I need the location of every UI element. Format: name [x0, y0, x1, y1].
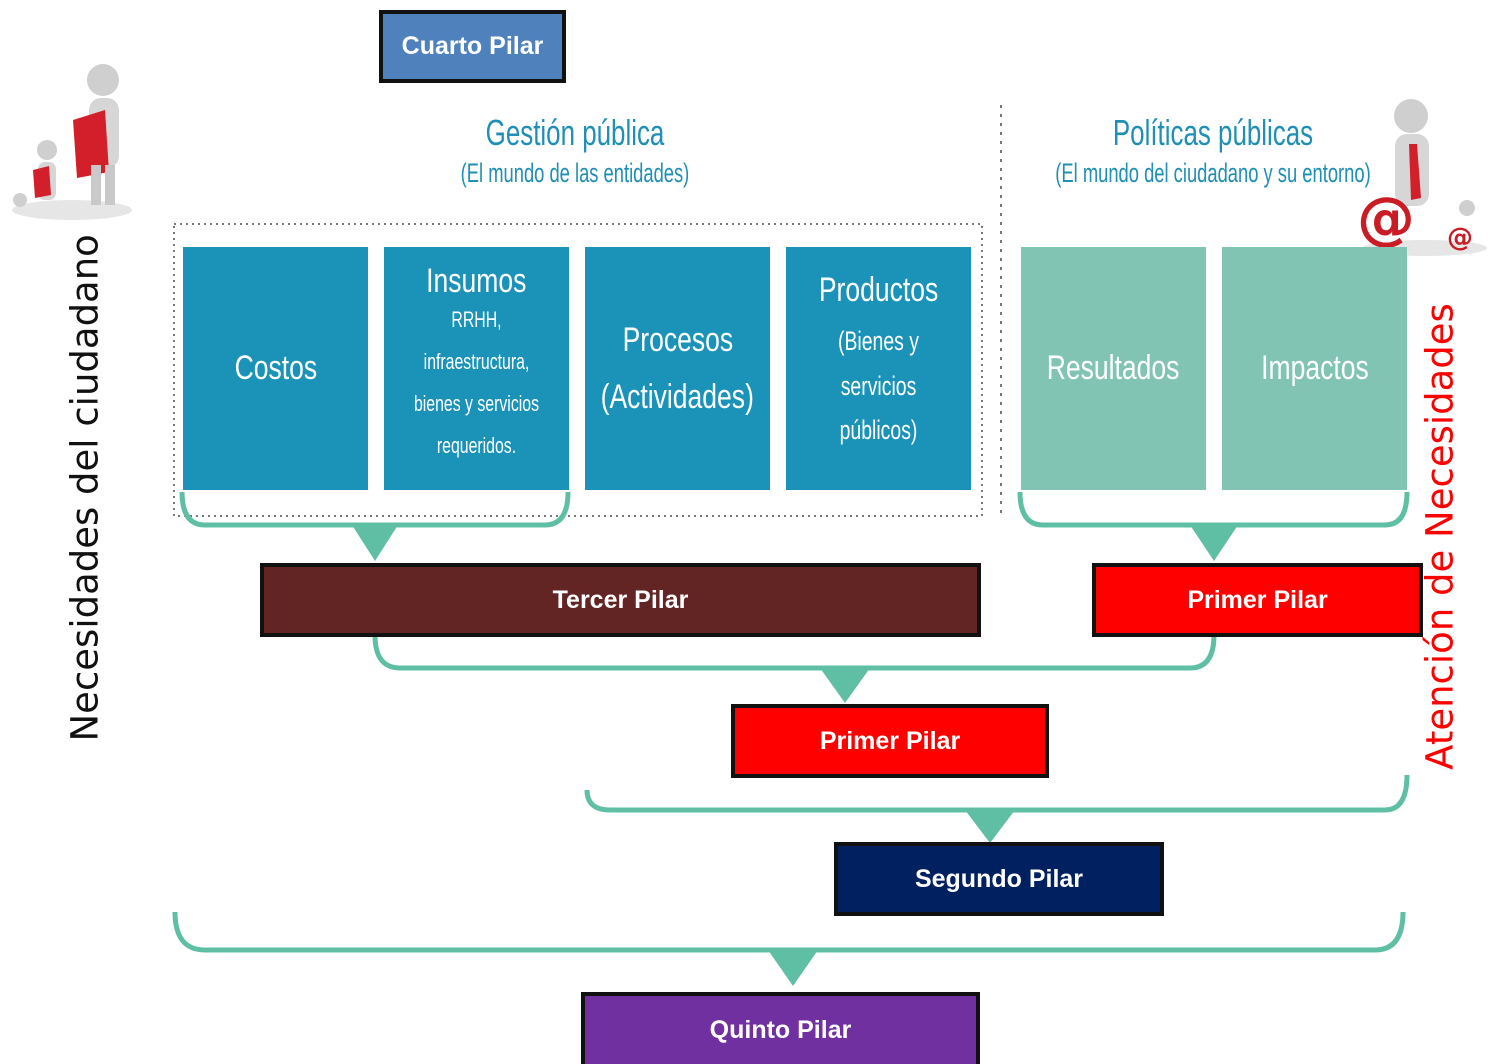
pillar-tercer: Tercer Pilar	[260, 563, 981, 637]
pillar-primer-right: Primer Pilar	[1092, 563, 1423, 637]
box-resultados: Resultados	[1021, 247, 1206, 490]
svg-text:@: @	[1447, 223, 1473, 253]
box-costos-title: Costos	[234, 349, 317, 388]
box-impactos: Impactos	[1222, 247, 1407, 490]
arrow-tercer	[352, 525, 398, 561]
productos-line-1: (Bienes y servicios	[837, 326, 920, 401]
bracket-politicas	[1017, 491, 1410, 528]
box-insumos-subtitle: RRHH, infraestructura, bienes y servicio…	[410, 299, 543, 466]
gestion-title: Gestión pública	[485, 112, 665, 153]
arrow-quinto	[768, 950, 818, 986]
arrow-primer-center	[820, 668, 870, 703]
box-procesos: Procesos (Actividades)	[585, 247, 770, 490]
box-productos-subtitle: (Bienes y servicios públicos)	[812, 319, 945, 453]
insumos-line-2: bienes y servicios	[413, 390, 540, 416]
gestion-header: Gestión pública (El mundo de las entidad…	[325, 112, 825, 189]
person-illustration-left	[12, 64, 132, 220]
bracket-costos-insumos	[179, 491, 571, 528]
box-impactos-title: Impactos	[1260, 349, 1369, 388]
box-resultados-title: Resultados	[1047, 349, 1180, 388]
box-procesos-subtitle: (Actividades)	[600, 377, 755, 416]
box-costos: Costos	[183, 247, 368, 490]
right-side-label: Atención de Necesidades	[1418, 303, 1462, 770]
left-side-label: Necesidades del ciudadano	[63, 234, 107, 742]
pillar-segundo: Segundo Pilar	[834, 842, 1164, 916]
politicas-title: Políticas públicas	[1112, 112, 1314, 153]
pillar-primer-center: Primer Pilar	[731, 704, 1049, 778]
box-procesos-title: Procesos	[622, 320, 733, 359]
box-productos: Productos (Bienes y servicios públicos)	[786, 247, 971, 490]
arrow-primer-right	[1190, 525, 1238, 561]
insumos-line-1: RRHH, infraestructura,	[423, 307, 530, 375]
productos-line-2: públicos)	[839, 415, 918, 446]
box-insumos: Insumos RRHH, infraestructura, bienes y …	[384, 247, 569, 490]
politicas-header: Políticas públicas (El mundo del ciudada…	[963, 112, 1463, 189]
svg-text:@: @	[1357, 184, 1415, 252]
person-illustration-right: @ @	[1357, 99, 1487, 256]
box-insumos-title: Insumos	[426, 261, 527, 300]
pillar-quinto: Quinto Pilar	[581, 992, 980, 1064]
box-productos-title: Productos	[818, 271, 939, 310]
bracket-bottom	[172, 911, 1406, 953]
bracket-tercer-primer	[372, 634, 1217, 671]
arrow-segundo	[965, 810, 1015, 843]
gestion-subtitle: (El mundo de las entidades)	[460, 158, 690, 188]
bracket-primer-center	[584, 774, 1410, 813]
pillar-cuarto: Cuarto Pilar	[379, 10, 566, 83]
insumos-line-3: requeridos.	[436, 432, 517, 458]
gestion-dotted-frame	[173, 223, 983, 517]
politicas-subtitle: (El mundo del ciudadano y su entorno)	[1055, 158, 1371, 188]
